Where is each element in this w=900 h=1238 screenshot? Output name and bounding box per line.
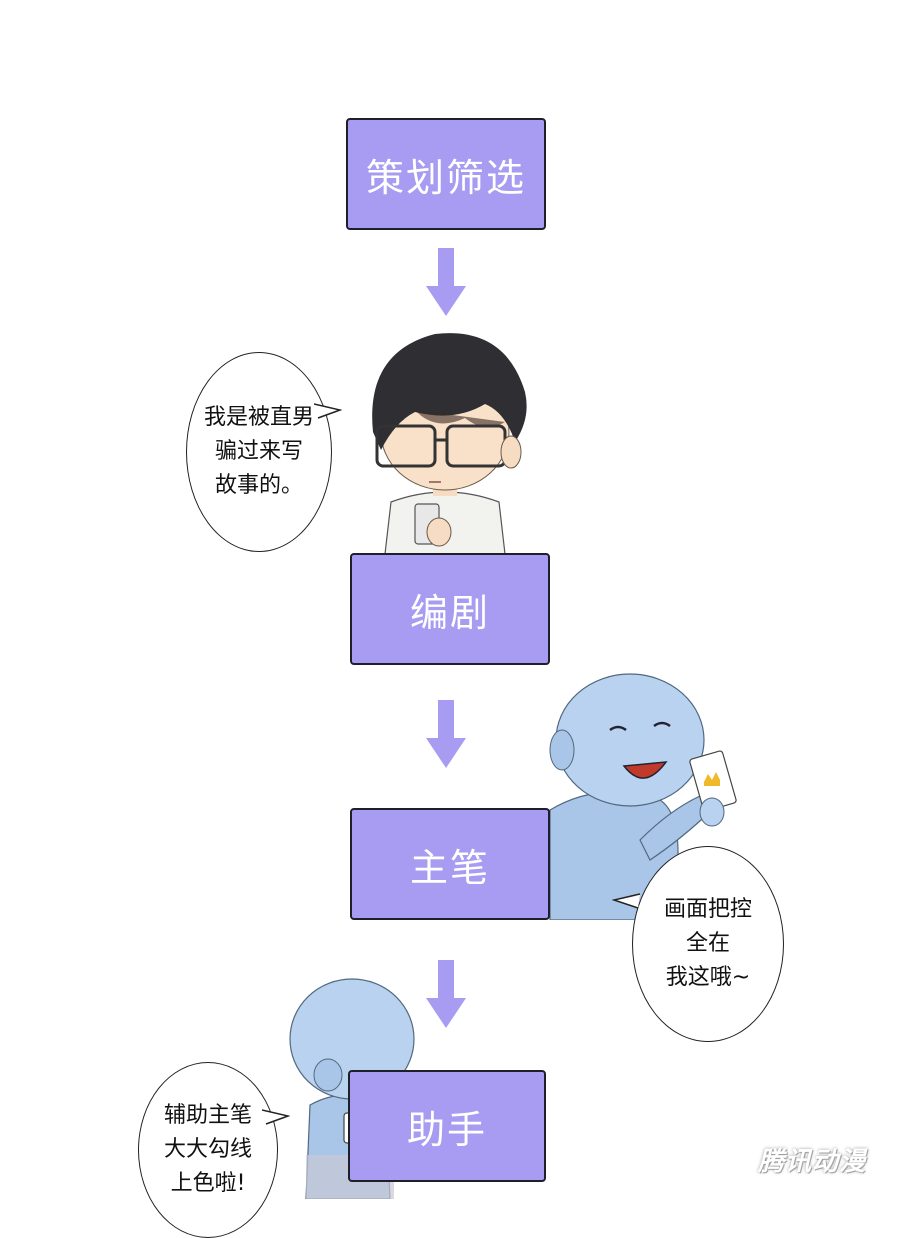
flow-step-lead-artist-label: 主笔 <box>409 845 490 890</box>
lead-artist-speech-bubble: 画面把控 全在 我这哦~ <box>632 846 784 1042</box>
writer-speech-text: 我是被直男 骗过来写 故事的。 <box>203 405 314 498</box>
flow-step-scriptwriter: 编剧 <box>350 553 550 665</box>
speech-bubble-tail <box>314 403 342 419</box>
down-arrow-icon <box>426 700 466 768</box>
down-arrow-icon <box>426 960 466 1028</box>
speech-bubble-tail <box>612 893 641 909</box>
flow-step-planning-label: 策划筛选 <box>365 155 526 200</box>
down-arrow-icon <box>426 248 466 316</box>
flow-step-lead-artist: 主笔 <box>350 808 550 920</box>
writer-character <box>372 333 527 554</box>
lead-artist-character <box>549 673 737 920</box>
speech-bubble-tail <box>262 1109 290 1125</box>
lead-artist-speech-text: 画面把控 全在 我这哦~ <box>663 897 752 990</box>
flow-step-planning: 策划筛选 <box>346 118 546 230</box>
flow-step-assistant: 助手 <box>348 1070 546 1182</box>
assistant-speech-text: 辅助主笔 大大勾线 上色啦! <box>163 1103 252 1196</box>
assistant-speech-bubble: 辅助主笔 大大勾线 上色啦! <box>138 1062 278 1238</box>
platform-watermark-logo: 腾讯动漫 <box>742 1139 882 1179</box>
flow-step-assistant-label: 助手 <box>406 1107 487 1152</box>
flow-step-scriptwriter-label: 编剧 <box>409 590 490 635</box>
writer-speech-bubble: 我是被直男 骗过来写 故事的。 <box>186 352 332 552</box>
platform-watermark-text: 腾讯动漫 <box>757 1146 866 1177</box>
